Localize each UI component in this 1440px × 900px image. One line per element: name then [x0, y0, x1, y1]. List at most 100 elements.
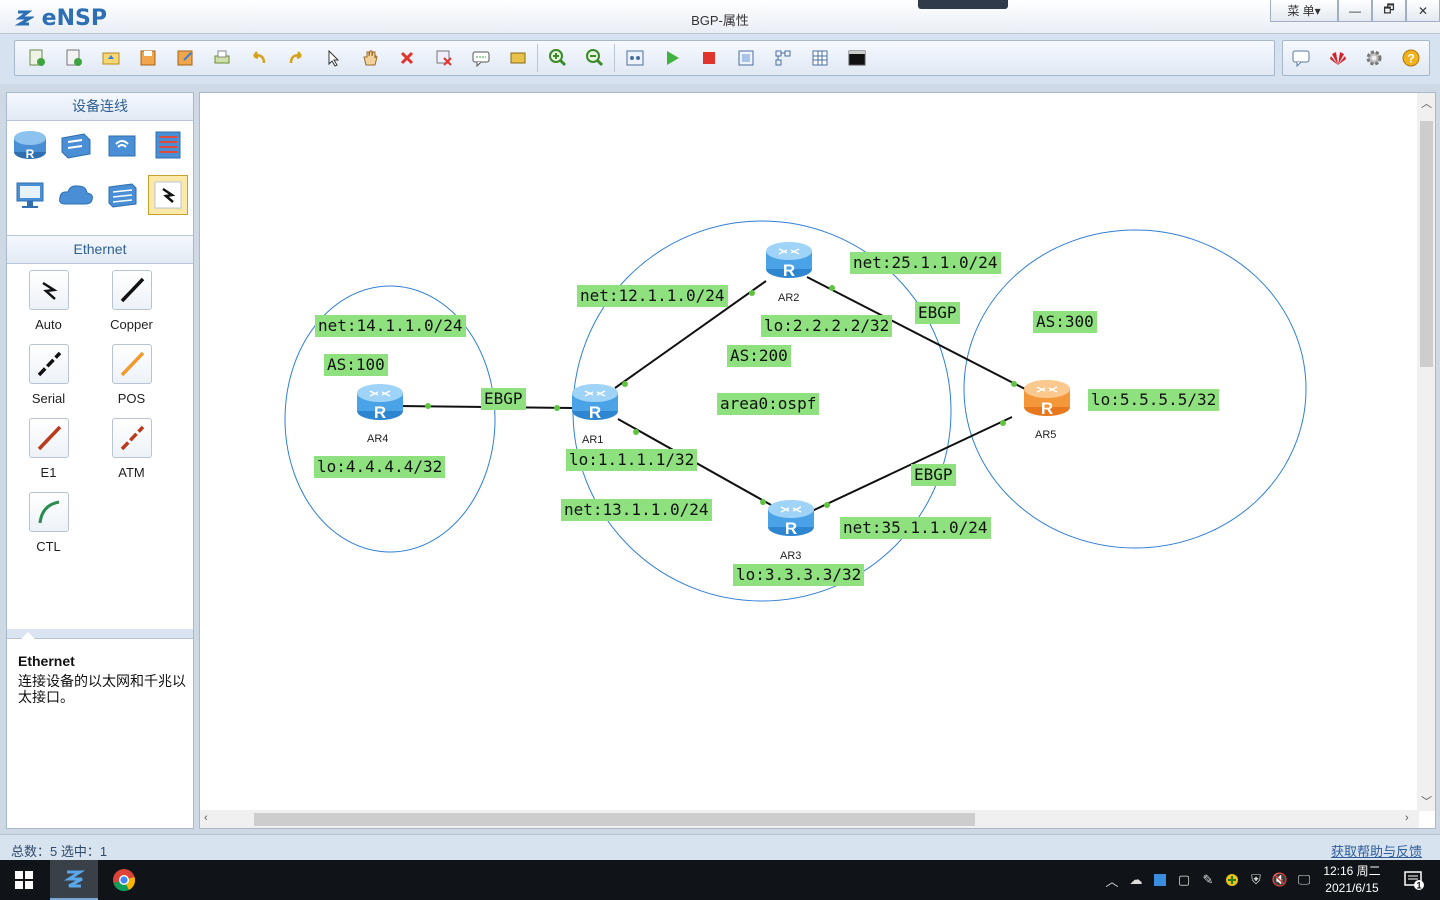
firewall-category[interactable] [148, 125, 188, 165]
label-net35[interactable]: net:35.1.1.0/24 [840, 517, 991, 539]
menu-button[interactable]: 菜 单▾ [1270, 0, 1338, 22]
label-lo5[interactable]: lo:5.5.5.5/32 [1088, 389, 1220, 411]
save-as-button[interactable] [166, 43, 203, 73]
tray-input-icon[interactable]: ✎ [1202, 872, 1214, 887]
label-ebgp-ar2-ar5[interactable]: EBGP [915, 302, 960, 324]
notification-button[interactable]: 1 [1394, 860, 1434, 900]
zoom-out-button[interactable] [576, 43, 613, 73]
tray-green-icon[interactable] [1220, 860, 1244, 900]
pan-button[interactable] [351, 43, 388, 73]
new-lab-button[interactable] [55, 43, 92, 73]
huawei-button[interactable] [1320, 43, 1357, 73]
layout-icon [775, 50, 790, 66]
settings-button[interactable] [1356, 43, 1393, 73]
text-button[interactable] [462, 43, 499, 73]
save-button[interactable] [129, 43, 166, 73]
cable-atm[interactable]: ATM [90, 418, 173, 480]
zoom-in-button[interactable] [539, 43, 576, 73]
horizontal-scroll-thumb[interactable] [254, 813, 975, 826]
print-button[interactable] [203, 43, 240, 73]
chat-button[interactable] [1283, 43, 1320, 73]
cable-serial[interactable]: Serial [7, 344, 90, 406]
scroll-up-icon[interactable]: ︿ [1421, 98, 1432, 110]
cable-category[interactable] [148, 175, 188, 215]
auto-cable-icon [41, 281, 58, 300]
restore-button[interactable]: 🗗 [1372, 0, 1406, 22]
cloud-category[interactable] [56, 175, 96, 215]
vertical-scrollbar[interactable]: ︿ ﹀ [1417, 93, 1435, 811]
tray-app-icon[interactable] [1148, 860, 1172, 900]
taskbar-chrome[interactable] [100, 860, 148, 900]
router-ar5[interactable]: R [1022, 377, 1072, 424]
link-ar1-ar2[interactable] [614, 280, 767, 389]
stop-devices-button[interactable] [690, 43, 727, 73]
label-net12[interactable]: net:12.1.1.0/24 [577, 285, 728, 307]
cable-e1[interactable]: E1 [7, 418, 90, 480]
scroll-down-icon[interactable]: ﹀ [1421, 796, 1432, 808]
label-lo4[interactable]: lo:4.4.4.4/32 [314, 456, 446, 478]
tray-volume-icon[interactable]: 🔇 [1271, 872, 1289, 887]
tray-security-icon[interactable]: ⛨ [1251, 872, 1261, 887]
fit-button[interactable] [616, 43, 653, 73]
label-net13[interactable]: net:13.1.1.0/24 [561, 499, 712, 521]
cable-pos[interactable]: POS [90, 344, 173, 406]
status-bar: 总数：5 选中：1 获取帮助与反馈 [0, 834, 1440, 860]
label-ebgp-ar3-ar5[interactable]: EBGP [911, 464, 956, 486]
link-ar2-ar5[interactable] [806, 276, 1026, 390]
cable-copper[interactable]: Copper [90, 270, 173, 332]
redo-button[interactable] [277, 43, 314, 73]
router-category[interactable]: R [10, 125, 50, 165]
label-lo2[interactable]: lo:2.2.2.2/32 [761, 315, 893, 337]
delete-links-button[interactable] [425, 43, 462, 73]
tray-monitor-icon[interactable]: 🖵 [1297, 872, 1311, 887]
delete-button[interactable] [388, 43, 425, 73]
minimize-button[interactable]: — [1338, 0, 1372, 22]
vertical-scroll-thumb[interactable] [1420, 121, 1433, 367]
label-as300[interactable]: AS:300 [1033, 311, 1097, 333]
help-feedback-link[interactable]: 获取帮助与反馈 [1330, 844, 1422, 859]
label-ebgp-ar4-ar1[interactable]: EBGP [481, 388, 526, 410]
tray-expand-icon[interactable]: ︿ [1105, 873, 1119, 889]
router-ar1[interactable]: R [570, 381, 620, 428]
link-ar1-ar3[interactable] [617, 418, 781, 511]
cable-auto[interactable]: Auto [7, 270, 90, 332]
label-lo3[interactable]: lo:3.3.3.3/32 [733, 564, 865, 586]
grid-button[interactable] [801, 43, 838, 73]
router-ar2[interactable]: R [764, 239, 814, 286]
close-button[interactable]: ✕ [1406, 0, 1440, 22]
undo-button[interactable] [240, 43, 277, 73]
palette-button[interactable] [499, 43, 536, 73]
label-as100[interactable]: AS:100 [324, 354, 388, 376]
new-topology-button[interactable] [18, 43, 55, 73]
topology-canvas[interactable]: R AR4 R AR1 R AR2 R AR3 R AR5 net:14.1.1… [199, 92, 1436, 829]
label-area0[interactable]: area0:ospf [717, 393, 820, 415]
help-button[interactable]: ? [1393, 43, 1430, 73]
wireless-category[interactable] [102, 125, 142, 165]
console-button[interactable] [838, 43, 875, 73]
horizontal-scrollbar[interactable]: ‹ › [200, 810, 1419, 828]
other-category[interactable] [102, 175, 142, 215]
select-button[interactable] [314, 43, 351, 73]
start-button[interactable] [0, 860, 48, 900]
windows-logo-icon [15, 871, 33, 889]
taskbar-clock[interactable]: 12:16 周二 2021/6/15 [1320, 863, 1384, 897]
taskbar-ensp[interactable] [50, 860, 98, 900]
label-as200[interactable]: AS:200 [727, 345, 791, 367]
tray-window-icon[interactable]: ▢ [1177, 872, 1191, 887]
layout-button[interactable] [764, 43, 801, 73]
capture-button[interactable] [727, 43, 764, 73]
scroll-right-icon[interactable]: › [1405, 812, 1409, 824]
router-ar4[interactable]: R [355, 381, 405, 428]
label-net14[interactable]: net:14.1.1.0/24 [315, 315, 466, 337]
switch-category[interactable] [56, 125, 96, 165]
label-net25[interactable]: net:25.1.1.0/24 [850, 252, 1001, 274]
start-devices-button[interactable] [653, 43, 690, 73]
router-ar3[interactable]: R [766, 497, 816, 544]
open-button[interactable] [92, 43, 129, 73]
scroll-left-icon[interactable]: ‹ [204, 812, 208, 824]
port-dot [1011, 381, 1017, 387]
cable-ctl[interactable]: CTL [7, 492, 90, 554]
tray-network-icon[interactable]: ☁ [1129, 872, 1143, 887]
pc-category[interactable] [10, 175, 50, 215]
label-lo1[interactable]: lo:1.1.1.1/32 [566, 449, 698, 471]
